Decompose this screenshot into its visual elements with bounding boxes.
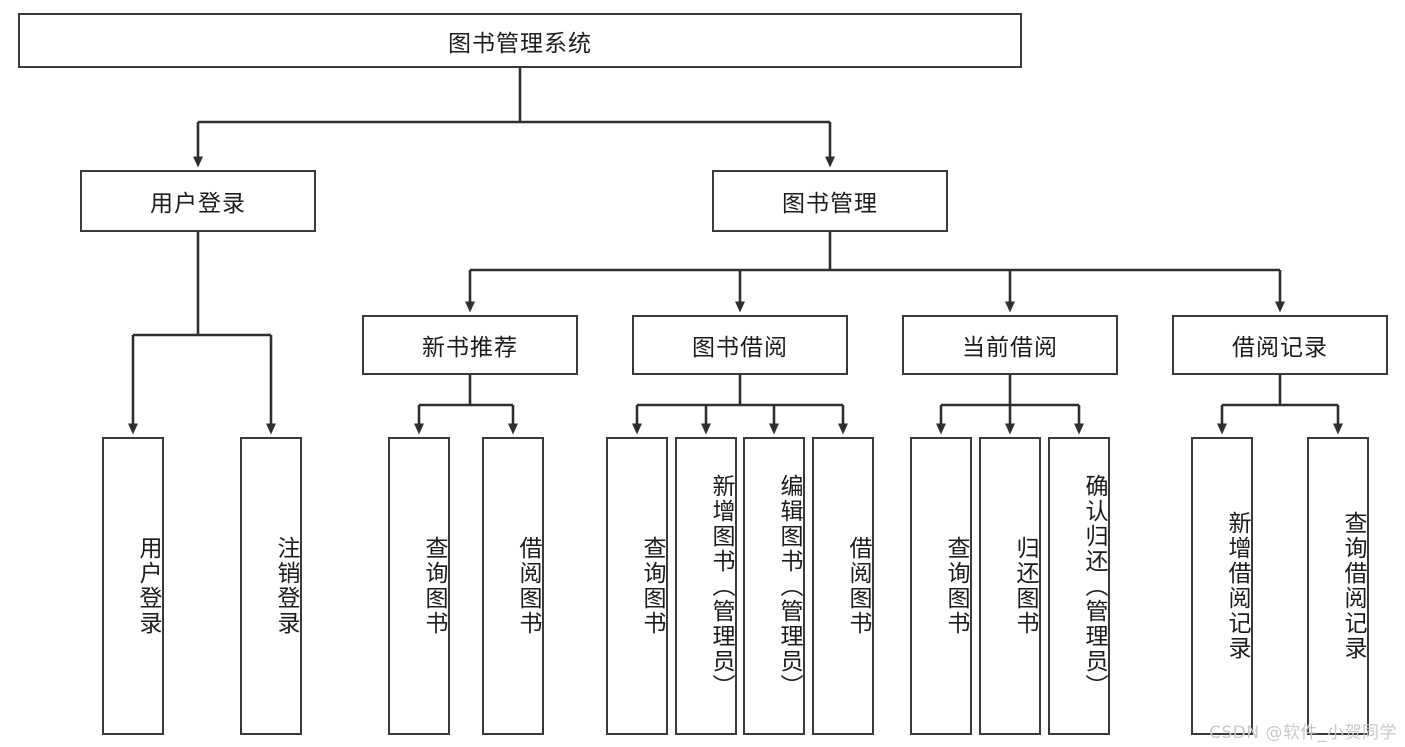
node-leaf-logout-login[interactable]: 注销登录	[240, 437, 302, 735]
node-label: 当前借阅	[962, 335, 1058, 361]
node-label: 图书管理	[782, 191, 878, 217]
node-leaf-query-book-3[interactable]: 查询图书	[910, 437, 972, 735]
node-label: 用户登录	[135, 536, 161, 636]
node-book-manage[interactable]: 图书管理	[712, 170, 948, 232]
node-root-system[interactable]: 图书管理系统	[18, 13, 1022, 68]
node-user-login[interactable]: 用户登录	[80, 170, 316, 232]
node-leaf-add-record[interactable]: 新增借阅记录	[1191, 437, 1253, 735]
node-label: 新书推荐	[422, 335, 518, 361]
node-leaf-borrow-book-1[interactable]: 借阅图书	[482, 437, 544, 735]
node-label: 借阅记录	[1232, 335, 1328, 361]
node-new-book-recommend[interactable]: 新书推荐	[362, 315, 578, 375]
node-book-borrow[interactable]: 图书借阅	[632, 315, 848, 375]
node-label: 查询图书	[421, 536, 447, 636]
node-label: 查询借阅记录	[1340, 511, 1366, 661]
node-label: 借阅图书	[515, 536, 541, 636]
node-label: 新增借阅记录	[1224, 511, 1250, 661]
node-leaf-query-book-1[interactable]: 查询图书	[388, 437, 450, 735]
node-label: 查询图书	[639, 536, 665, 636]
node-label: 归还图书	[1012, 536, 1038, 636]
node-label: 图书管理系统	[448, 30, 592, 57]
node-label: 新增图书（管理员）	[708, 473, 734, 699]
node-label: 查询图书	[943, 536, 969, 636]
node-label: 借阅图书	[845, 536, 871, 636]
node-label: 用户登录	[150, 191, 246, 217]
node-label: 确认归还（管理员）	[1081, 473, 1107, 699]
node-current-borrow[interactable]: 当前借阅	[902, 315, 1118, 375]
node-leaf-confirm-return[interactable]: 确认归还（管理员）	[1048, 437, 1110, 735]
node-leaf-edit-book[interactable]: 编辑图书（管理员）	[743, 437, 805, 735]
node-leaf-borrow-book-2[interactable]: 借阅图书	[812, 437, 874, 735]
node-leaf-user-login[interactable]: 用户登录	[102, 437, 164, 735]
node-label: 注销登录	[273, 536, 299, 636]
node-leaf-return-book[interactable]: 归还图书	[979, 437, 1041, 735]
node-leaf-add-book[interactable]: 新增图书（管理员）	[675, 437, 737, 735]
node-borrow-record[interactable]: 借阅记录	[1172, 315, 1388, 375]
node-leaf-query-record[interactable]: 查询借阅记录	[1307, 437, 1369, 735]
node-leaf-query-book-2[interactable]: 查询图书	[606, 437, 668, 735]
node-label: 编辑图书（管理员）	[776, 473, 802, 699]
node-label: 图书借阅	[692, 335, 788, 361]
